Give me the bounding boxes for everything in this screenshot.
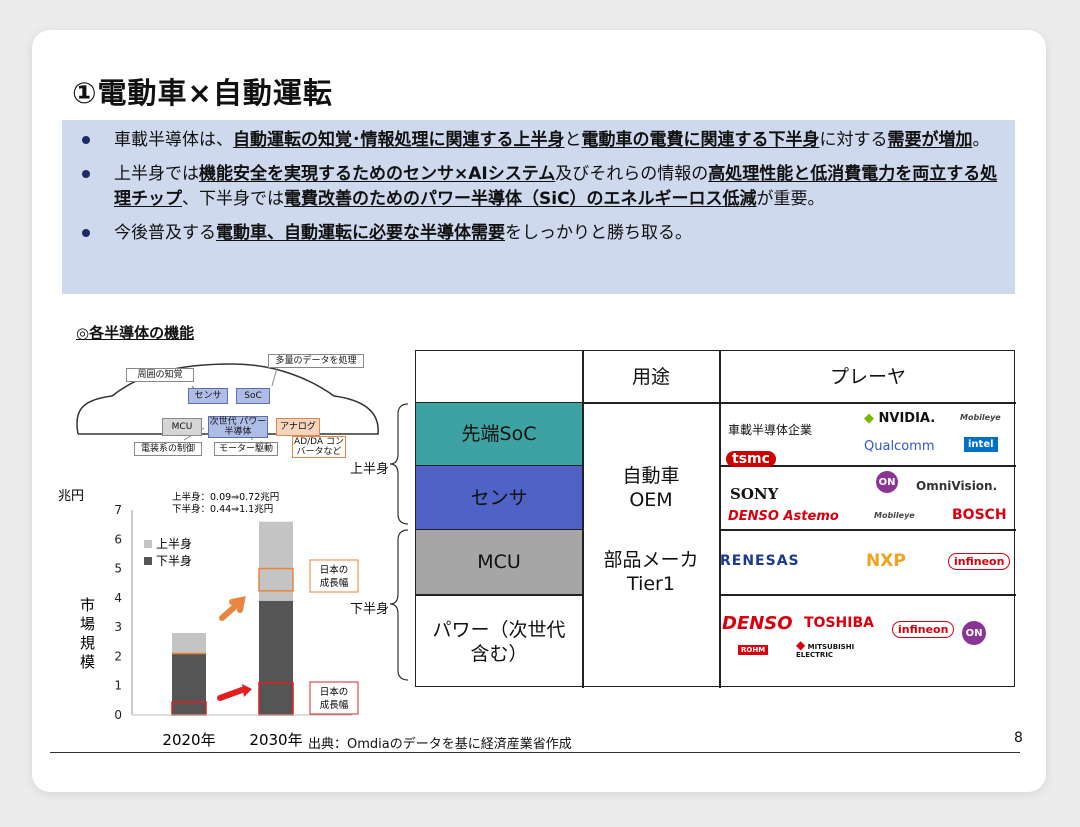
orange-arrow [219,596,246,621]
bosch-logo: BOSCH [952,507,1007,523]
tsmc-logo: tsmc [726,451,776,467]
x-tick-label: 2020年 [162,731,215,749]
upper-body-label: 上半身 [350,462,390,477]
market-chart: 0 1 2 3 4 5 6 7 兆円市場規模 上半身：0.09⇒0.72兆円下半身：0.44⇒1.… [52,470,372,760]
footer-rule [50,752,1020,753]
growth-note-lower: 下半身：0.44⇒1.1兆円 [172,503,273,515]
summary-box: 車載半導体は、自動運転の知覚･情報処理に関連する上半身と電動車の電費に関連する下… [62,120,1015,294]
bar-lower-2030年 [259,600,293,715]
y-axis-label-char: 規 [80,634,95,652]
growth-label-upper-2: 成長幅 [320,577,349,589]
growth-label-lower-2: 成長幅 [320,699,349,711]
y-tick-label: 3 [114,620,122,634]
legend-label-upper: 上半身 [156,536,192,551]
qualcomm-logo: Qualcomm [864,439,935,454]
header-player: プレーヤ [829,365,906,388]
row-mcu: MCU [416,530,582,594]
mcu-box: MCU [162,418,202,436]
x-tick-label: 2030年 [249,731,302,749]
source-note: 出典：Omdiaのデータを基に経済産業省作成 [308,737,572,752]
auto-semi-companies: 車載半導体企業 [728,423,813,437]
bullet-3: 今後普及する電動車、自動運転に必要な半導体需要をしっかりと勝ち取る。 [82,221,999,246]
intel-logo: intel [964,437,998,452]
motor-label: モーター駆動 [214,442,278,456]
onsemi-logo-2: ON [962,621,986,645]
semiconductor-table: 用途 プレーヤ 先端SoC センサ MCU パワー（次世代含む） 自動車 OEM… [415,350,1016,688]
legend-swatch-lower [144,557,152,565]
japan-2030-upper-box [258,567,294,592]
bullet-2: 上半身では機能安全を実現するためのセンサ×AIシステム及びそれらの情報の高処理性… [82,162,999,212]
y-tick-label: 1 [114,679,122,693]
use-oem: 自動車 OEM [622,465,680,511]
nvidia-logo: ◆ NVIDIA. [864,411,936,426]
bullet-1: 車載半導体は、自動運転の知覚･情報処理に関連する上半身と電動車の電費に関連する下… [82,128,999,153]
row-soc: 先端SoC [416,403,582,465]
mobileye-logo-2: Mobileye [874,511,915,520]
growth-label-lower-1: 日本の [320,686,349,698]
y-tick-label: 7 [114,503,122,517]
bar-upper-2030年 [259,521,293,601]
row-power: パワー（次世代含む） [432,618,566,665]
mitsubishi-logo: ◆ MITSUBISHI ELECTRIC [796,638,855,659]
red-arrow [217,687,245,701]
toshiba-logo: TOSHIBA [804,615,874,631]
legend-swatch-upper [144,540,152,548]
sony-logo: SONY [730,485,779,503]
adda-label: AD/DA コンバータなど [292,436,346,458]
brace-marks [389,403,409,681]
bar-upper-2020年 [172,633,206,654]
slide: ①電動車×自動運転 車載半導体は、自動運転の知覚･情報処理に関連する上半身と電動… [32,30,1046,792]
omnivision-logo: OmniVision. [916,479,998,493]
y-axis-label-char: 市 [80,596,95,614]
growth-note-upper: 上半身：0.09⇒0.72兆円 [172,491,279,503]
page-title: ①電動車×自動運転 [72,76,333,110]
mobileye-logo: Mobileye [960,413,1001,422]
growth-label-upper-1: 日本の [320,564,349,576]
lower-body-label: 下半身 [350,602,390,617]
y-tick-label: 6 [114,532,122,546]
use-tier1: 部品メーカ Tier1 [603,549,699,595]
denso-astemo-logo: DENSO Astemo [728,509,839,524]
nxp-logo: NXP [866,551,906,571]
car-diagram: 周囲の知覚 多量のデータを処理 センサ SoC MCU 次世代 パワー半導体 ア… [72,342,384,458]
header-use: 用途 [631,365,670,388]
infineon-logo-2: infineon [892,621,955,638]
y-tick-label: 2 [114,649,122,663]
section-label: ◎各半導体の機能 [76,324,195,342]
bar-lower-2020年 [172,653,206,715]
legend-label-lower: 下半身 [156,553,192,568]
row-sensor: センサ [416,466,582,529]
y-tick-label: 5 [114,562,122,576]
page-number: 8 [1014,730,1023,746]
power-semi-box: 次世代 パワー半導体 [208,416,268,438]
rohm-logo: ROHM [738,645,769,655]
perception-label: 周囲の知覚 [126,368,194,382]
y-axis-label-char: 場 [80,615,95,633]
sensor-box: センサ [188,388,228,404]
unit-label: 兆円 [58,489,84,504]
renesas-logo: RENESAS [720,553,800,569]
analog-box: アナログ [276,418,320,436]
data-processing-label: 多量のデータを処理 [268,354,364,368]
denso-logo: DENSO [722,613,793,634]
y-tick-label: 4 [114,591,122,605]
electrical-label: 電装系の制御 [134,442,202,456]
growth-box-upper [309,559,359,593]
red-arrow-head [242,684,252,697]
infineon-logo: infineon [948,553,1011,570]
soc-box: SoC [236,388,270,404]
growth-box-lower [309,681,359,715]
y-axis-label-char: 模 [80,653,95,671]
onsemi-logo-1: ON [876,471,898,493]
y-tick-label: 0 [114,708,122,722]
